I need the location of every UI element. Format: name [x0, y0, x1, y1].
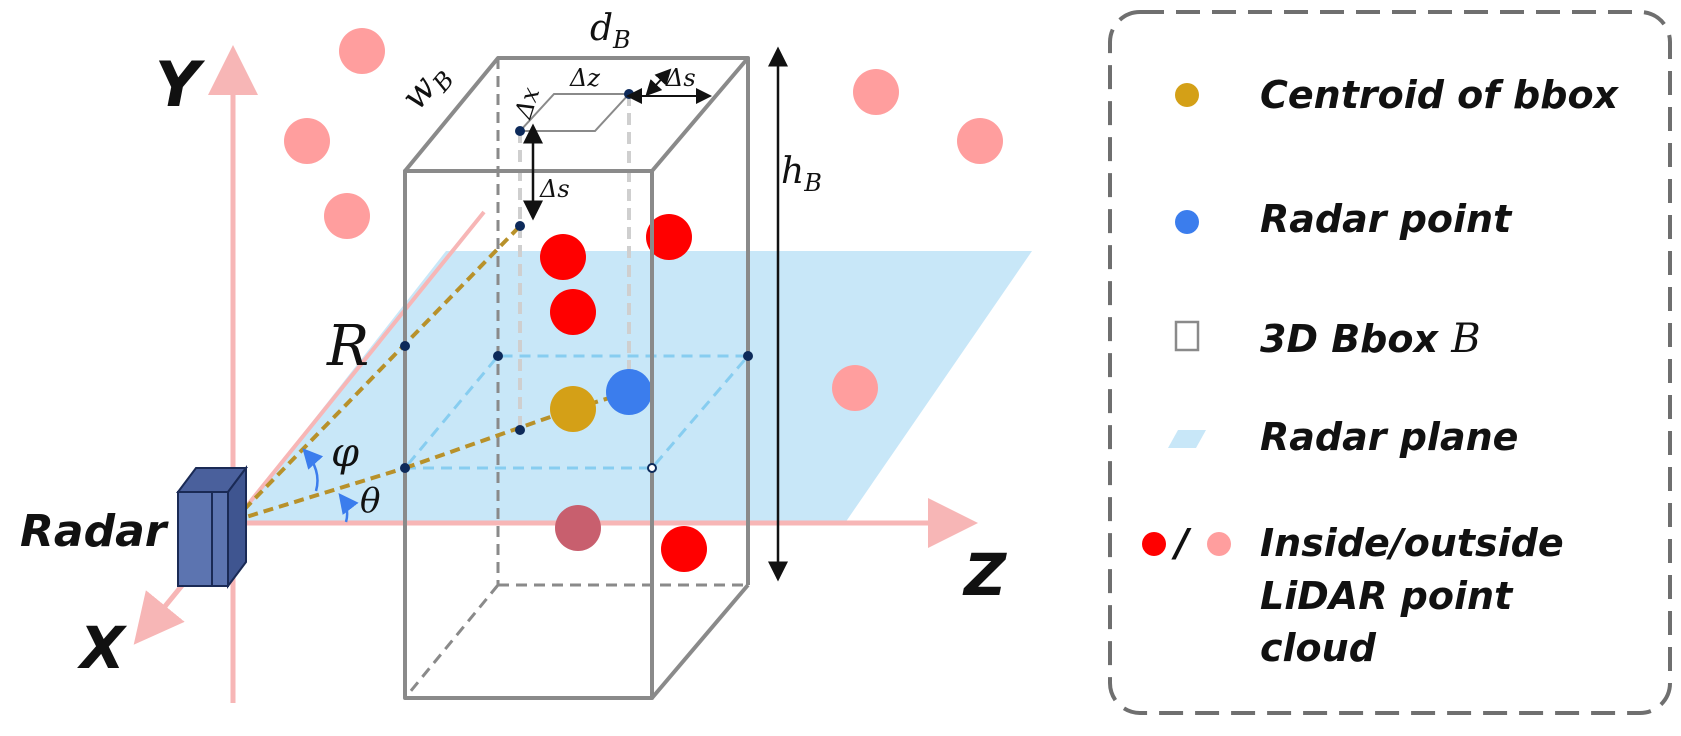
lidar-points-icon: / — [1142, 521, 1231, 565]
height-label: hB — [781, 151, 822, 197]
delta-z-label: Δz — [569, 64, 600, 92]
legend-label-lidar-line-2: LiDAR point — [1260, 574, 1514, 618]
radar-point-icon — [1175, 210, 1199, 234]
centroid-icon — [1175, 83, 1199, 107]
legend-box — [1108, 10, 1672, 715]
radar-plane-edge — [231, 210, 486, 525]
delta-s-diagonal-arrow — [645, 68, 672, 97]
bbox-plane-section — [401, 354, 752, 470]
x-axis-label: X — [77, 614, 128, 682]
theta-arc — [338, 493, 359, 523]
bbox-hidden-edges — [403, 58, 748, 699]
delta-s-top-label: Δs — [665, 64, 696, 92]
delta-x-label: Δx — [509, 83, 546, 122]
legend-label-radar-point: Radar point — [1260, 197, 1513, 241]
delta-s-side-label: Δs — [539, 175, 570, 203]
z-axis-label: Z — [962, 541, 1007, 609]
range-label: R — [326, 314, 369, 379]
legend-label-centroid: Centroid of bbox — [1260, 73, 1620, 117]
azimuth-label: θ — [360, 481, 380, 521]
y-axis-label: Y — [155, 48, 206, 121]
legend-separator: / — [1171, 521, 1192, 565]
legend-label-lidar-line-1: Inside/outside — [1260, 521, 1564, 565]
width-label: wB — [393, 54, 459, 121]
outside-lidar-points — [284, 28, 1003, 411]
phi-arc — [302, 448, 324, 492]
inside-lidar-points — [540, 214, 707, 572]
centroid-point — [550, 386, 596, 432]
radar-plane-icon — [1168, 430, 1206, 448]
legend-label-radar-plane: Radar plane — [1260, 415, 1518, 459]
radar-sensor-icon — [176, 465, 248, 589]
bbox-icon — [1174, 320, 1200, 352]
depth-label: dB — [590, 8, 631, 54]
radar-point — [606, 369, 652, 415]
legend-label-bbox: 3D Bbox B — [1260, 316, 1481, 362]
elevation-label: φ — [331, 430, 359, 476]
legend-label-lidar-line-3: cloud — [1260, 626, 1377, 670]
radar-label: Radar — [20, 506, 169, 557]
